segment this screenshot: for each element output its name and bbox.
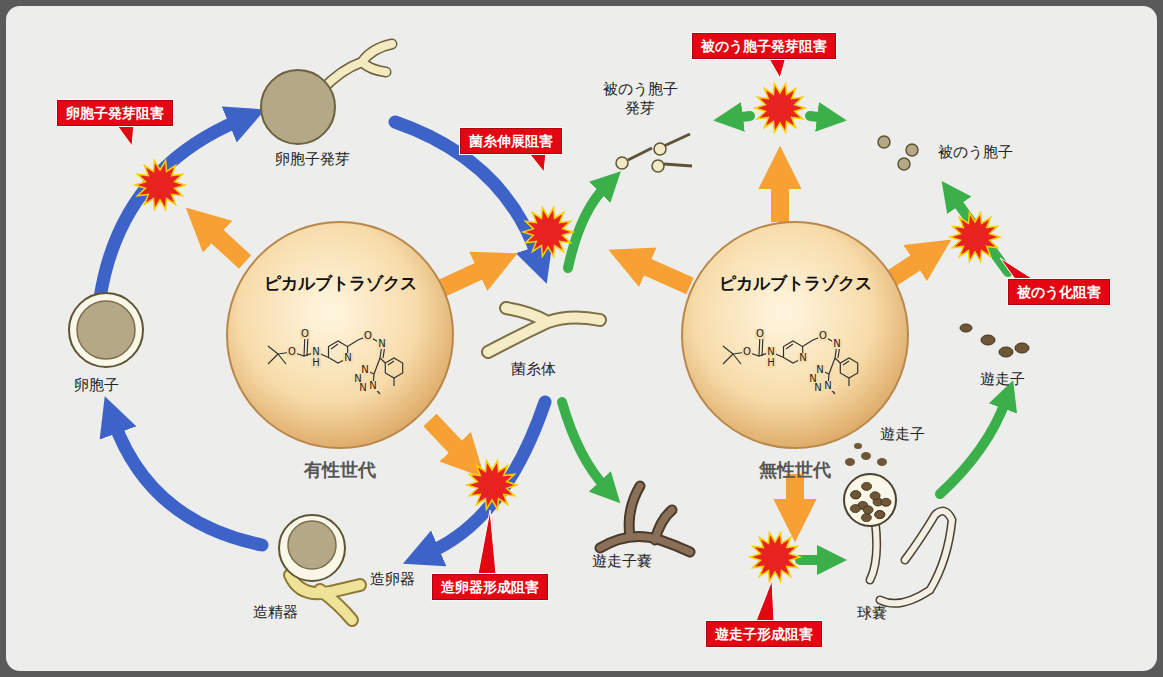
inhibition-callout: 卵胞子発芽阻害 xyxy=(57,100,173,126)
zoospore-dot xyxy=(850,505,860,513)
stage-label: 造卵器 xyxy=(370,570,415,589)
atom-symbol: O xyxy=(755,329,765,339)
atom-symbol: O xyxy=(818,331,828,341)
callout-text: 被のう化阻害 xyxy=(1017,283,1101,301)
circle-shape xyxy=(225,220,455,450)
compound-name: ピカルブトラゾクス xyxy=(680,272,910,295)
stage-label: 被のう胞子 xyxy=(938,143,1013,162)
inhibition-burst xyxy=(467,461,517,510)
circle-outline xyxy=(227,222,453,448)
zoospore-dot xyxy=(862,482,872,490)
inhibition-callout: 遊走子形成阻害 xyxy=(706,621,822,647)
circle-shape xyxy=(680,220,910,450)
atom-symbol: N xyxy=(798,353,807,363)
atom-symbol: N xyxy=(358,383,367,393)
generation-heading: 有性世代 xyxy=(225,458,455,482)
stage-label: 遊走子 xyxy=(980,370,1025,389)
atom-symbol: N xyxy=(832,339,841,349)
atom-symbol: O xyxy=(742,347,752,357)
compound-name: ピカルブトラゾクス xyxy=(225,272,455,295)
inhibition-callout: 菌糸伸展阻害 xyxy=(460,128,562,154)
atom-symbol: H xyxy=(311,358,321,368)
circle-outline xyxy=(682,222,908,448)
zoospore-dot xyxy=(863,506,873,514)
inhibition-callout: 造卵器形成阻害 xyxy=(432,574,548,600)
inhibition-burst xyxy=(755,84,805,133)
compound-circle: ピカルブトラゾクス有性世代 xyxy=(225,220,455,482)
zoospore-dot xyxy=(851,491,861,499)
zoospore-dot xyxy=(870,492,880,500)
atom-symbol: N xyxy=(368,381,377,391)
callout-text: 菌糸伸展阻害 xyxy=(469,132,553,150)
callout-text: 卵胞子発芽阻害 xyxy=(66,104,164,122)
atom-symbol: H xyxy=(766,358,776,368)
zoospore-dot xyxy=(881,498,891,506)
atom-symbol: N xyxy=(813,383,822,393)
stage-label: 遊走子嚢 xyxy=(592,552,652,571)
inhibition-callout: 被のう胞子発芽阻害 xyxy=(692,33,836,59)
stage-label: 卵胞子発芽 xyxy=(275,150,350,169)
compound-circle: ピカルブトラゾクス無性世代 xyxy=(680,220,910,482)
stage-label: 造精器 xyxy=(253,603,298,622)
zoospore-dot xyxy=(851,491,861,499)
zoospore-dot xyxy=(875,511,885,519)
atom-symbol: O xyxy=(363,331,373,341)
callout-text: 遊走子形成阻害 xyxy=(715,625,813,643)
stage-label: 遊走子 xyxy=(880,425,925,444)
atom-symbol: N xyxy=(823,381,832,391)
stage-label: 菌糸体 xyxy=(511,360,556,379)
atom-symbol: N xyxy=(311,347,320,357)
inhibition-burst xyxy=(750,533,800,582)
zoospore-dot xyxy=(861,514,871,522)
callout-text: 被のう胞子発芽阻害 xyxy=(701,37,827,55)
inhibition-burst xyxy=(950,213,1000,262)
inhibition-callout: 被のう化阻害 xyxy=(1008,279,1110,305)
callout-text: 造卵器形成阻害 xyxy=(441,578,539,596)
atom-symbol: N xyxy=(343,353,352,363)
stage-label: 球嚢 xyxy=(857,604,887,623)
generation-heading: 無性世代 xyxy=(680,458,910,482)
zoospore-dot xyxy=(875,511,885,519)
inhibition-burst xyxy=(135,161,185,210)
stage-label: 被のう胞子 発芽 xyxy=(600,80,680,118)
atom-symbol: O xyxy=(300,329,310,339)
stage-label: 卵胞子 xyxy=(74,376,119,395)
atom-symbol: N xyxy=(377,339,386,349)
inhibition-burst xyxy=(523,208,573,257)
atom-symbol: O xyxy=(287,347,297,357)
atom-symbol: N xyxy=(766,347,775,357)
